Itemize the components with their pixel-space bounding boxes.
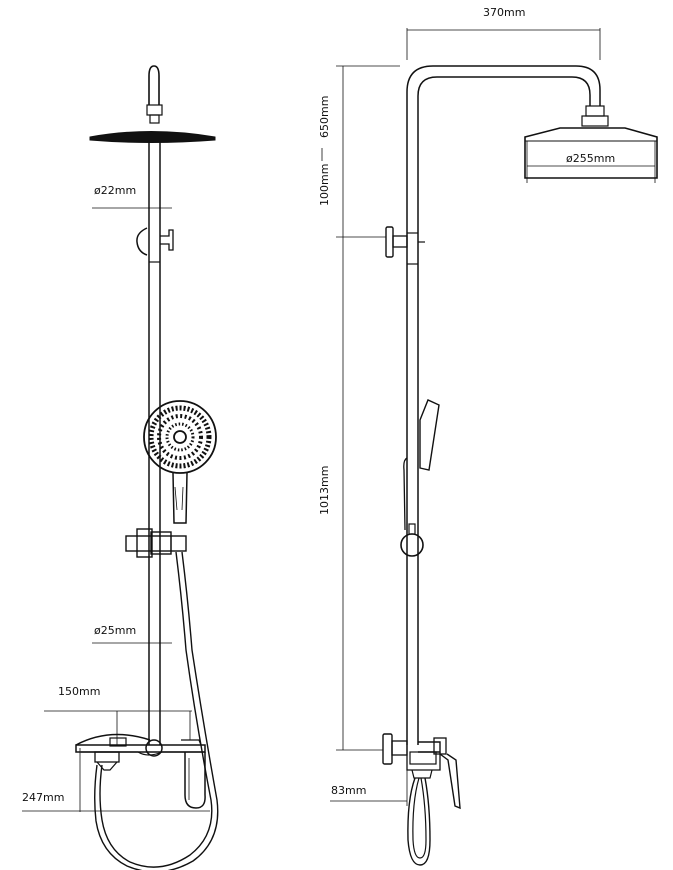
- side-view: ø255mm 370mm: [318, 6, 658, 866]
- side-dim-overhead-reach: 370mm: [406, 6, 601, 60]
- front-view: ø22mm ø25mm 150mm 247mm: [22, 65, 219, 870]
- side-hand-shower: [403, 399, 440, 531]
- side-head-nut: [581, 115, 609, 127]
- front-mixer: [75, 733, 206, 809]
- side-dim-vertical: 650mm 100mm 1013mm: [318, 65, 400, 751]
- front-diverter-lever: [160, 229, 174, 251]
- front-slider-bracket: [125, 528, 187, 558]
- side-mixer: [382, 733, 461, 810]
- dim-label-spout-offset: 83mm: [331, 784, 366, 797]
- side-rain-head: [524, 127, 658, 179]
- front-dim-rail: ø25mm: [92, 624, 172, 650]
- front-hose-outer: [99, 551, 213, 868]
- dim-label-rain-head-diameter: ø255mm: [566, 152, 615, 165]
- side-arm-outer: [406, 65, 601, 745]
- front-dim-mixer-width: 150mm: [44, 685, 192, 745]
- front-hand-shower: [143, 400, 217, 524]
- dim-label-rail-length: 1013mm: [318, 466, 331, 515]
- side-arm-inner: [417, 76, 591, 745]
- side-head-connector: [585, 105, 605, 117]
- front-dim-head: ø22mm: [92, 184, 172, 214]
- front-arm-nut: [146, 104, 163, 116]
- side-dim-spout-offset: 83mm: [330, 770, 408, 806]
- front-arm-top: [148, 65, 160, 105]
- side-diverter: [385, 226, 425, 265]
- dim-label-mixer-depth: 247mm: [22, 791, 64, 804]
- front-hose-inner: [94, 551, 219, 870]
- front-rain-head: [89, 131, 216, 143]
- dim-label-diverter-offset: 100mm: [318, 164, 331, 206]
- dim-label-head-diameter: ø22mm: [94, 184, 136, 197]
- front-arm-connector: [149, 114, 160, 124]
- front-diverter-knob: [136, 227, 148, 256]
- side-slider: [400, 523, 424, 557]
- dim-label-mixer-width: 150mm: [58, 685, 100, 698]
- dim-label-overhead-reach: 370mm: [483, 6, 525, 19]
- dim-label-upper-height: 650mm: [318, 96, 331, 138]
- side-dim-rain-head: ø255mm: [526, 141, 656, 183]
- side-hose: [407, 777, 431, 866]
- front-dim-mixer-depth: 247mm: [22, 748, 210, 812]
- side-hose-inner: [412, 777, 427, 859]
- dim-label-rail-diameter: ø25mm: [94, 624, 136, 637]
